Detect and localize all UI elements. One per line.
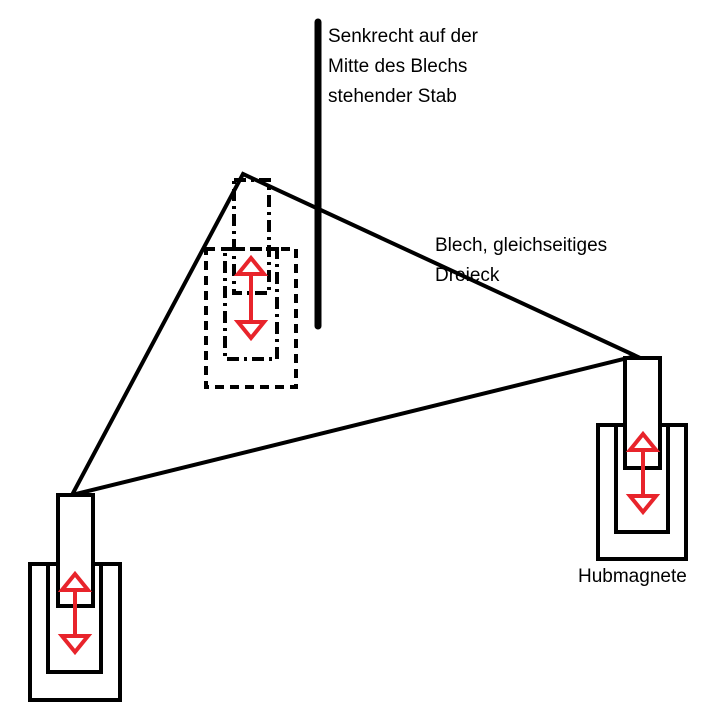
magnet-top <box>204 178 298 389</box>
magnets-label-line: Hubmagnete <box>578 566 687 587</box>
triangle-sheet <box>68 171 643 499</box>
magnet-right-double-arrow-icon <box>625 430 661 516</box>
magnet-top-plunger <box>232 178 271 295</box>
magnet-right <box>596 356 688 561</box>
magnet-bottom-left <box>28 493 122 702</box>
sheet-label: Blech, gleichseitiges Dreieck <box>435 231 607 291</box>
magnet-top-double-arrow-icon <box>233 254 269 342</box>
sheet-label-line: Blech, gleichseitiges <box>435 235 608 256</box>
rod-label-line: Mitte des Blechs <box>328 56 468 77</box>
magnets-label: Hubmagnete <box>578 562 687 592</box>
rod-label-line: stehender Stab <box>328 86 457 107</box>
magnet-top-inner-housing <box>223 247 279 361</box>
rod-label: Senkrecht auf der Mitte des Blechs stehe… <box>328 22 478 112</box>
sheet-label-line: Dreieck <box>435 265 500 286</box>
rod-label-line: Senkrecht auf der <box>328 26 478 47</box>
magnet-bottom-left-double-arrow-icon <box>57 570 93 656</box>
